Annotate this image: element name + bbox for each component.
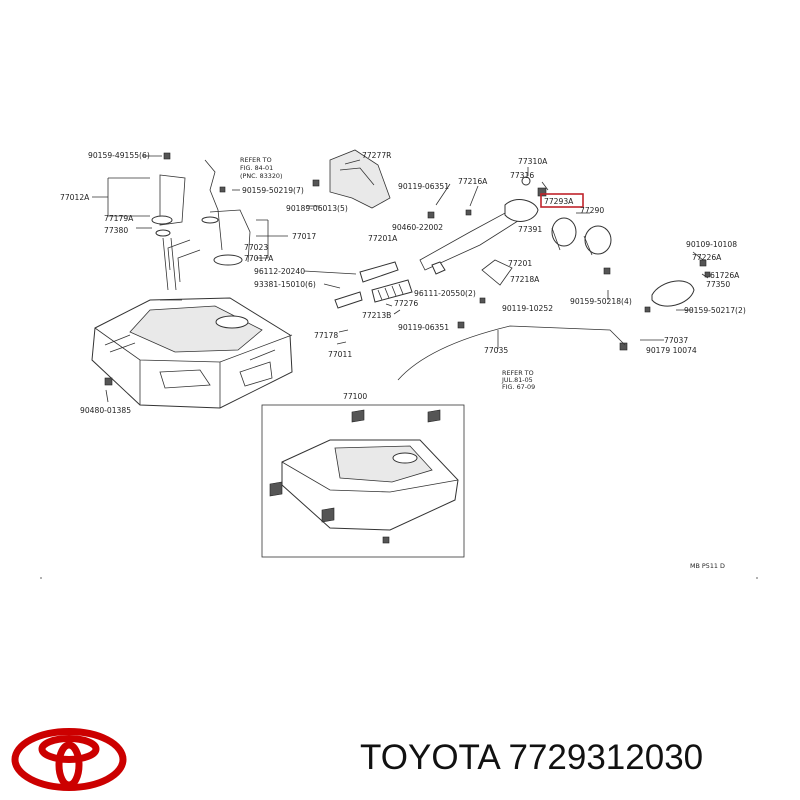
label-ref-line-3: FIG. 67-09 (502, 383, 535, 391)
label-77012a: 77012A (60, 193, 90, 202)
label-77178: 77178 (314, 331, 338, 340)
label-90480-01385: 90480-01385 (80, 406, 131, 415)
label-77310a: 77310A (518, 157, 548, 166)
label-77011: 77011 (328, 350, 352, 359)
label-77201: 77201 (508, 259, 532, 268)
label-77226a: 77226A (692, 253, 722, 262)
label-61726a: 61726A (710, 271, 740, 280)
label-fig-84-01: FIG. 84-01 (240, 164, 273, 172)
label-77037: 77037 (664, 336, 688, 345)
label-90159-49155: 90159-49155(6) (88, 151, 150, 160)
label-pnc-83320: (PNC. 83320) (240, 172, 282, 180)
label-90109-10108: 90109-10108 (686, 240, 737, 249)
part-labels: 90159-49155(6) REFER TO FIG. 84-01 (PNC.… (60, 151, 746, 570)
label-90119-06351-b: 90119-06351 (398, 323, 449, 332)
label-77276: 77276 (394, 299, 418, 308)
label-refer-to-2: REFER TO (502, 369, 534, 377)
label-77293a: 77293A (544, 197, 574, 206)
fuel-lid-parts (397, 259, 711, 381)
label-77017a: 77017A (244, 254, 274, 263)
label-96112-20240: 96112-20240 (254, 267, 305, 276)
label-77391: 77391 (518, 225, 542, 234)
filler-pipe-assembly (334, 176, 612, 329)
label-90119-10252: 90119-10252 (502, 304, 553, 313)
label-90119-06351-a: 90119-06351 (398, 182, 449, 191)
label-77350: 77350 (706, 280, 730, 289)
sender-gauge-parts (104, 152, 320, 386)
label-77179a: 77179A (104, 214, 134, 223)
leader-lines (92, 155, 709, 403)
label-77277r: 77277R (362, 151, 392, 160)
part-number: 7729312030 (508, 738, 704, 777)
label-refer-to: REFER TO (240, 156, 272, 164)
diagram-code: MB P511 D (690, 562, 725, 570)
label-90460-22002: 90460-22002 (392, 223, 443, 232)
label-77290: 77290 (580, 206, 604, 215)
label-90159-50219: 90159-50219(7) (242, 186, 304, 195)
toyota-logo (11, 728, 127, 791)
label-77023: 77023 (244, 243, 268, 252)
label-77218a: 77218A (510, 275, 540, 284)
label-ref-line-2: JUL.81-05 (501, 376, 533, 384)
tank-sub-assembly (261, 404, 465, 558)
label-90159-50217: 90159-50217(2) (684, 306, 746, 315)
label-93381-15010: 93381-15010(6) (254, 280, 316, 289)
label-77380: 77380 (104, 226, 128, 235)
brand-part-number: TOYOTA 7729312030 (360, 738, 703, 778)
label-77100: 77100 (343, 392, 367, 401)
heat-protector (329, 149, 391, 209)
fuel-tank-assembly (91, 297, 293, 409)
label-77216a: 77216A (458, 177, 488, 186)
label-90189-06013: 90189-06013(5) (286, 204, 348, 213)
label-77017: 77017 (292, 232, 316, 241)
label-90159-50218: 90159-50218(4) (570, 297, 632, 306)
label-90179-10074: 90179 10074 (646, 346, 697, 355)
label-96111-20550: 96111-20550(2) (414, 289, 476, 298)
highlight-box (540, 193, 584, 208)
brand-name: TOYOTA (360, 738, 499, 777)
label-77316: 77316 (510, 171, 534, 180)
label-77201a: 77201A (368, 234, 398, 243)
label-77035: 77035 (484, 346, 508, 355)
label-77213b: 77213B (362, 311, 391, 320)
